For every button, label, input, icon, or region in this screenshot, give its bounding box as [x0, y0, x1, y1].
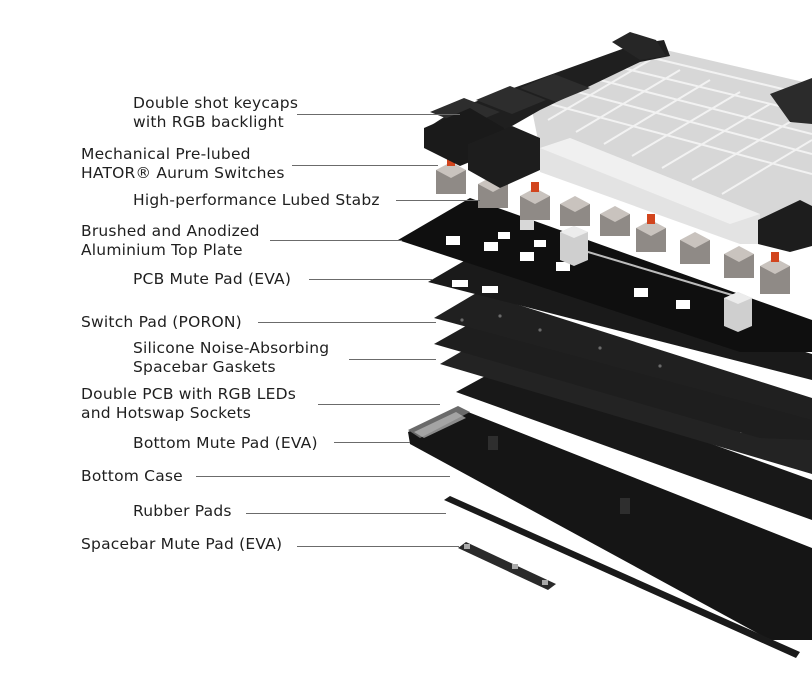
- label-gaskets-line2: Spacebar Gaskets: [133, 358, 276, 376]
- label-spacebar-mute-pad-line1: Spacebar Mute Pad (EVA): [81, 535, 283, 553]
- label-pcb-line2: and Hotswap Sockets: [81, 404, 252, 422]
- label-keycaps-line2: with RGB backlight: [133, 113, 284, 131]
- label-rubber-pads: Rubber Pads: [133, 502, 232, 521]
- pcb-mute-pad-leader-line: [309, 279, 432, 280]
- rubber-pads-leader-line: [246, 513, 446, 514]
- label-top-plate-line2: Aluminium Top Plate: [81, 241, 243, 259]
- label-pcb-line1: Double PCB with RGB LEDs: [81, 385, 296, 403]
- spacebar-mute-pad: [458, 542, 556, 590]
- label-bottom-mute-pad: Bottom Mute Pad (EVA): [133, 434, 318, 453]
- gaskets-leader-line: [349, 359, 436, 360]
- bottom-mute-pad-leader-line: [334, 442, 410, 443]
- label-keycaps-line1: Double shot keycaps: [133, 94, 299, 112]
- pcb-mute-pad: [428, 254, 812, 380]
- switch-pad-leader-line: [258, 322, 436, 323]
- label-gaskets-line1: Silicone Noise-Absorbing: [133, 339, 330, 357]
- label-switch-pad: Switch Pad (PORON): [81, 313, 242, 332]
- label-rubber-pads-line1: Rubber Pads: [133, 502, 232, 520]
- label-stabz-line1: High-performance Lubed Stabz: [133, 191, 380, 209]
- label-switches-line2: HATOR® Aurum Switches: [81, 164, 285, 182]
- switch-pad: [434, 292, 812, 420]
- switches-leader-line: [292, 165, 438, 166]
- label-bottom-case: Bottom Case: [81, 467, 183, 486]
- label-bottom-mute-pad-line1: Bottom Mute Pad (EVA): [133, 434, 318, 452]
- silicone-gaskets: [434, 318, 812, 440]
- label-switches-line1: Mechanical Pre-lubed: [81, 145, 251, 163]
- label-switches: Mechanical Pre-lubed HATOR® Aurum Switch…: [81, 145, 285, 183]
- top-plate-leader-line: [270, 240, 402, 241]
- label-spacebar-mute-pad: Spacebar Mute Pad (EVA): [81, 535, 282, 554]
- pcb-leader-line: [318, 404, 440, 405]
- label-switch-pad-line1: Switch Pad (PORON): [81, 313, 242, 331]
- rubber-pads: [444, 496, 800, 658]
- stabz-leader-line: [396, 200, 480, 201]
- bottom-mute-pad: [456, 368, 812, 520]
- label-top-plate-line1: Brushed and Anodized: [81, 222, 260, 240]
- label-pcb-mute-pad-line1: PCB Mute Pad (EVA): [133, 270, 292, 288]
- label-gaskets: Silicone Noise-Absorbing Spacebar Gasket…: [133, 339, 329, 377]
- spacebar-mute-pad-leader-line: [297, 546, 459, 547]
- label-top-plate: Brushed and Anodized Aluminium Top Plate: [81, 222, 260, 260]
- bottom-case-leader-line: [196, 476, 450, 477]
- stabilizers: [520, 220, 752, 332]
- label-keycaps: Double shot keycaps with RGB backlight: [133, 94, 298, 132]
- label-pcb-mute-pad: PCB Mute Pad (EVA): [133, 270, 291, 289]
- label-bottom-case-line1: Bottom Case: [81, 467, 183, 485]
- keycaps-leader-line: [297, 114, 460, 115]
- bottom-case: [408, 408, 812, 640]
- label-pcb: Double PCB with RGB LEDs and Hotswap Soc…: [81, 385, 296, 423]
- label-stabz: High-performance Lubed Stabz: [133, 191, 380, 210]
- keycaps: [424, 32, 812, 252]
